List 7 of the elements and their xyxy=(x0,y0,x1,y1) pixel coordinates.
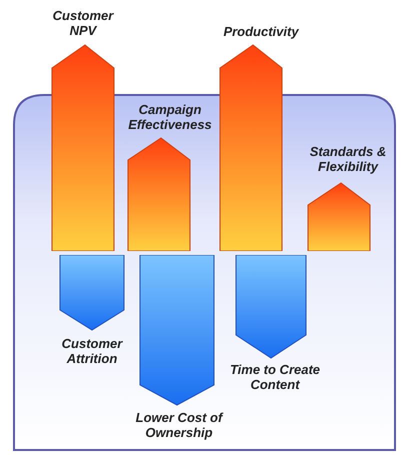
arrow-label: Lower Cost of Ownership xyxy=(134,410,224,440)
arrow-label: Customer NPV xyxy=(52,8,115,38)
arrow-label: Campaign Effectiveness xyxy=(127,102,213,132)
arrow-label: Time to Create Content xyxy=(228,362,322,392)
arrow-label: Customer Attrition xyxy=(60,336,124,366)
arrow-label: Productivity xyxy=(222,24,300,39)
arrow-label: Standards & Flexibility xyxy=(308,144,388,174)
